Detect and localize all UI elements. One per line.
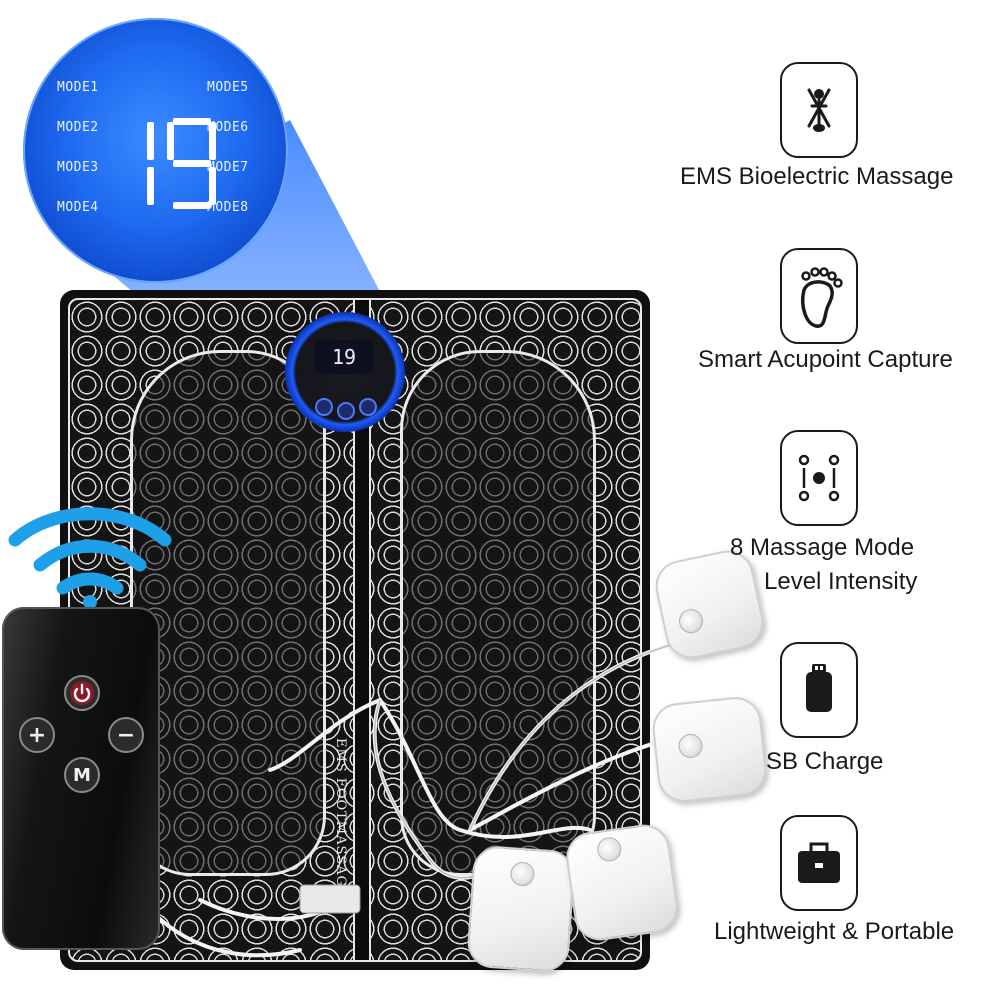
mode-button: M: [64, 757, 100, 793]
minus-button: −: [108, 717, 144, 753]
feature-label: SB Charge: [766, 748, 884, 775]
right-foot-outline: [400, 350, 596, 876]
lcd-zoom-circle: MODE1 MODE2 MODE3 MODE4 MODE5 MODE6 MODE…: [23, 18, 288, 283]
remote-control: + − M: [2, 607, 160, 950]
mode-label: MODE3: [57, 160, 99, 175]
electrode-pad: [465, 844, 577, 974]
mode-label: MODE1: [57, 80, 99, 95]
feature-label: Smart Acupoint Capture: [698, 346, 953, 373]
feature-label: 8 Massage Mode: [730, 534, 915, 561]
feature-label: Level Intensity: [764, 568, 918, 595]
electrode-pad: [562, 821, 682, 944]
power-button: [64, 675, 100, 711]
mat-lcd: 19: [315, 340, 373, 374]
mat-center-divider: [353, 300, 371, 960]
mat-button: [337, 402, 355, 420]
electrode-pad: [650, 694, 769, 805]
level-digits: [147, 118, 216, 209]
mode-label: MODE8: [207, 200, 249, 215]
mode-label: MODE7: [207, 160, 249, 175]
feature-label: Lightweight & Portable: [714, 918, 955, 945]
wifi-icon: [8, 507, 172, 609]
usb-icon: [780, 642, 858, 738]
mat-pattern: [68, 298, 642, 962]
mode-label: MODE6: [207, 120, 249, 135]
plus-button: +: [19, 717, 55, 753]
mat-control-unit: 19: [285, 312, 405, 432]
ems-icon: [780, 62, 858, 158]
feature-label: EMS Bioelectric Massage: [680, 163, 954, 190]
mode-label: MODE2: [57, 120, 99, 135]
mode-label: MODE4: [57, 200, 99, 215]
mode-dots-icon: [780, 430, 858, 526]
mat-button: [315, 398, 333, 416]
left-foot-outline: [130, 350, 326, 876]
briefcase-icon: [780, 815, 858, 911]
mode-label: MODE5: [207, 80, 249, 95]
mat-button: [359, 398, 377, 416]
foot-icon: [780, 248, 858, 344]
